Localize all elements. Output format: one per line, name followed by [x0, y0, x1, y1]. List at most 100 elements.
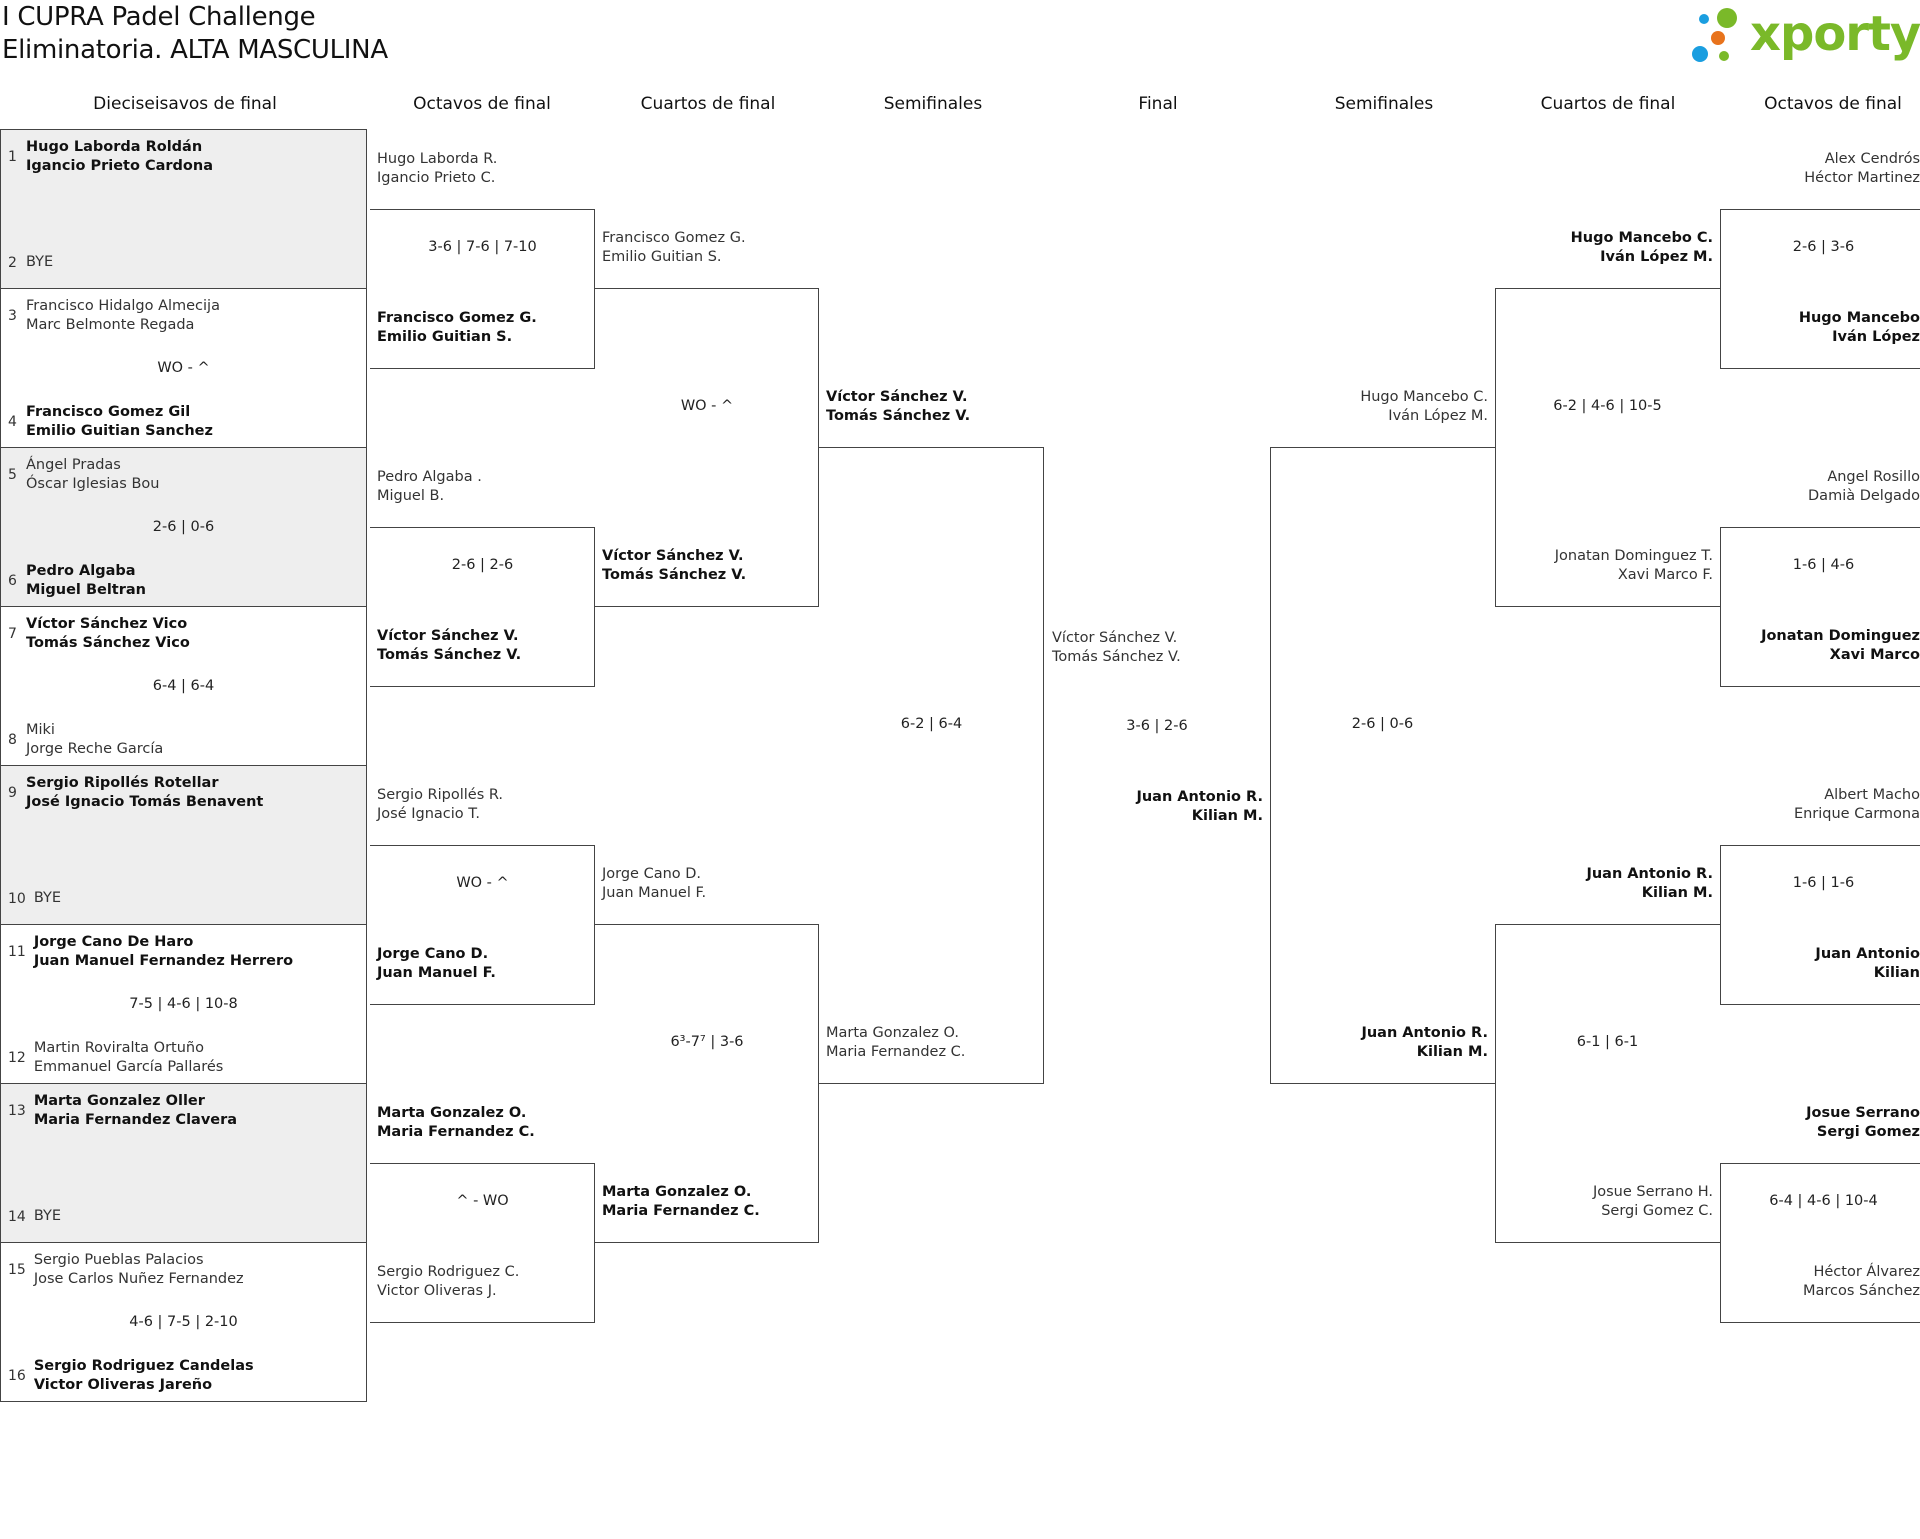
- team-entry[interactable]: Francisco Gomez G.Emilio Guitian S.: [602, 229, 746, 267]
- match-score: 1-6 | 4-6: [1792, 557, 1855, 573]
- seed-number: 7: [8, 626, 17, 642]
- team-entry[interactable]: Juan Antonio R.Kilian M.: [1136, 788, 1263, 826]
- match-score: 2-6 | 0-6: [152, 518, 215, 535]
- team-entry[interactable]: Víctor Sánchez V.Tomás Sánchez V.: [826, 388, 970, 426]
- team-entry[interactable]: Marta Gonzalez O.Maria Fernandez C.: [602, 1183, 760, 1221]
- player-name: Francisco Gomez G.: [602, 230, 746, 246]
- bracket-connector: [370, 1162, 595, 1323]
- player-name: Igancio Prieto Cardona: [26, 158, 214, 174]
- round-header: Final: [1138, 94, 1178, 114]
- team-entry[interactable]: Hugo Mancebo C.Iván López M.: [1360, 388, 1488, 426]
- player-name: Tomás Sánchez V.: [377, 646, 522, 663]
- team-entry[interactable]: Víctor Sánchez V.Tomás Sánchez V.: [602, 547, 746, 585]
- player-name: Jorge Cano De Haro: [33, 934, 194, 950]
- player-name: Juan Antonio R.: [1361, 1025, 1488, 1041]
- team-entry[interactable]: Juan Antonio R.Kilian M.: [1361, 1024, 1488, 1062]
- team-entry[interactable]: Sergio Rodriguez C.Victor Oliveras J.: [377, 1263, 519, 1301]
- team-entry[interactable]: Josue Serrano H.Sergi Gomez C.: [1593, 1183, 1713, 1221]
- team-entry[interactable]: Pedro Algaba .Miguel B.: [377, 468, 482, 506]
- team-entry[interactable]: Hugo Mancebo C. Iván López M.: [1571, 229, 1713, 267]
- player-name: Víctor Sánchez V.: [377, 627, 519, 644]
- match-score: WO - ^: [680, 398, 734, 414]
- player-name: Emilio Guitian S.: [377, 328, 513, 345]
- match-score: 6-4 | 6-4: [152, 677, 215, 694]
- player-name: Iván López M.: [1600, 249, 1713, 265]
- team-entry[interactable]: Jorge Cano D.Juan Manuel F.: [377, 945, 496, 983]
- team-entry[interactable]: Jorge Cano D.Juan Manuel F.: [602, 865, 706, 903]
- player-name: Marc Belmonte Regada: [26, 317, 195, 333]
- player-name: Jonatan Dominguez: [1761, 627, 1920, 644]
- team-entry[interactable]: Marta Gonzalez O.Maria Fernandez C.: [826, 1024, 965, 1062]
- bracket-connector: [595, 924, 819, 1243]
- player-name: Tomás Sánchez Vico: [26, 635, 190, 651]
- match-score: 7-5 | 4-6 | 10-8: [129, 995, 238, 1012]
- seed-number: 1: [8, 149, 17, 165]
- team-entry[interactable]: 14 BYE: [8, 1207, 61, 1226]
- player-name: Juan Manuel Fernandez Herrero: [33, 953, 294, 969]
- team-entry[interactable]: Jonatan Dominguez T.Xavi Marco F.: [1555, 547, 1713, 585]
- player-name: Emilio Guitian Sanchez: [26, 423, 213, 439]
- player-name: Miguel B.: [377, 487, 445, 504]
- bracket-connector: [1270, 447, 1495, 1084]
- player-name: Maria Fernandez C.: [377, 1123, 535, 1140]
- player-name: Emmanuel García Pallarés: [33, 1059, 224, 1075]
- player-name: Xavi Marco: [1829, 646, 1920, 663]
- team-entry[interactable]: Francisco Gomez G. Emilio Guitian S.: [377, 309, 537, 347]
- player-name: Jorge Reche García: [26, 741, 164, 757]
- team-entry[interactable]: Hugo Laborda R.Igancio Prieto C.: [377, 150, 497, 188]
- team-names: BYE: [34, 1207, 61, 1226]
- player-name: Maria Fernandez C.: [602, 1203, 760, 1219]
- player-name: Francisco Gomez G.: [377, 309, 537, 326]
- player-name: Hugo Laborda Roldán: [26, 139, 203, 155]
- round-header: Cuartos de final: [640, 94, 776, 114]
- player-name: BYE: [26, 254, 54, 270]
- seed-number: 5: [8, 467, 17, 483]
- team-entry[interactable]: Marta Gonzalez O.Maria Fernandez C.: [377, 1104, 535, 1142]
- player-name: Sergio Ripollés R.: [377, 786, 504, 803]
- seed-number: 14: [8, 1208, 26, 1225]
- player-name: Tomás Sánchez V.: [826, 408, 971, 424]
- team-entry[interactable]: Víctor Sánchez V.Tomás Sánchez V.: [1052, 629, 1181, 667]
- player-name: Alex Cendrós: [1824, 150, 1920, 167]
- round-header: Octavos de final: [413, 94, 551, 114]
- team-entry[interactable]: Sergio Ripollés R.José Ignacio T.: [377, 786, 503, 824]
- player-name: Kilian M.: [1641, 885, 1713, 901]
- player-name: Albert Macho: [1824, 786, 1920, 803]
- player-name: Hugo Mancebo C.: [1570, 230, 1713, 246]
- team-entry[interactable]: Víctor Sánchez V. Tomás Sánchez V.: [377, 627, 521, 665]
- team-entry[interactable]: Juan Antonio R.Kilian M.: [1586, 865, 1713, 903]
- player-name: Jorge Cano D.: [377, 945, 489, 962]
